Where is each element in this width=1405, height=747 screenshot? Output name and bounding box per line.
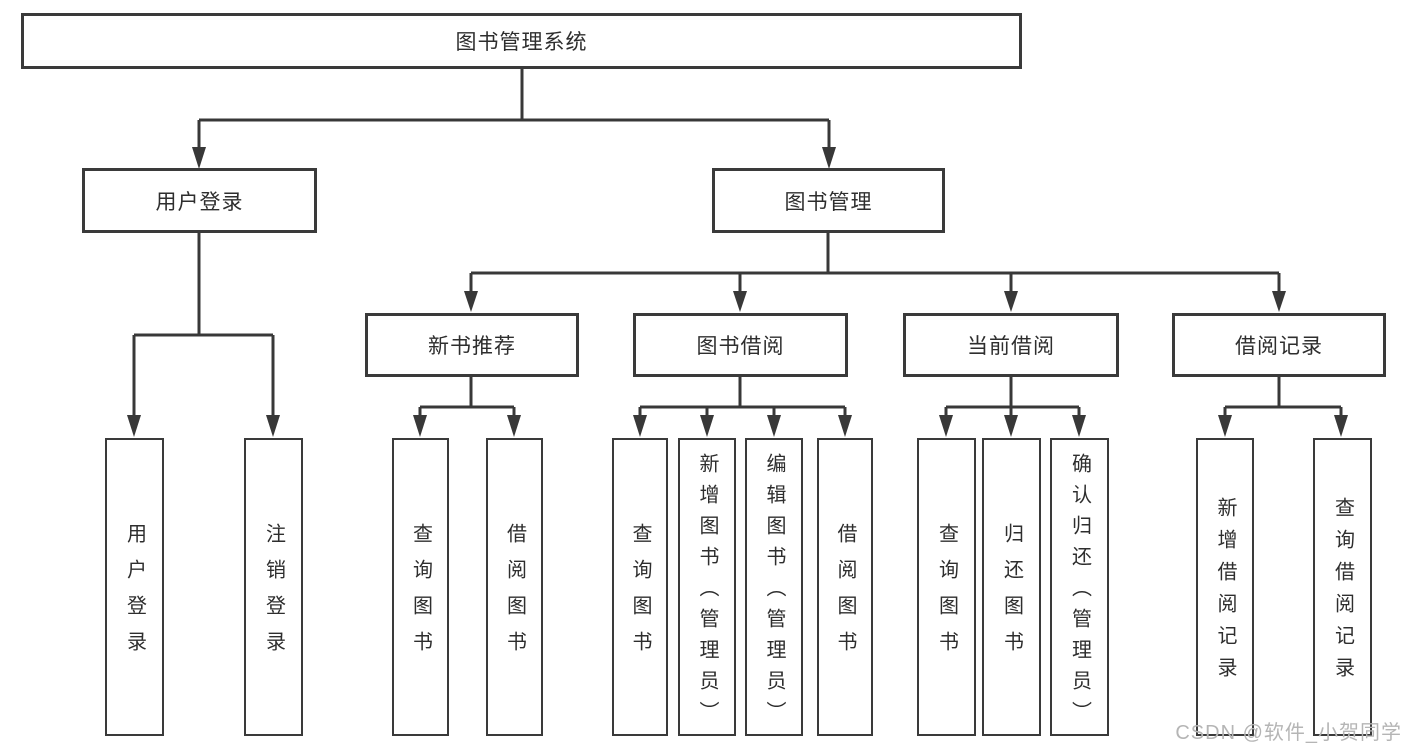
connector-cur-borrow-children (944, 377, 1081, 418)
leaf-label: 注销登录 (262, 523, 285, 667)
leaf-label: 查询借阅记录 (1331, 497, 1354, 689)
connector-book-borrow-children (638, 377, 847, 418)
connector-borrow-rec-children (1223, 377, 1343, 418)
leaf-add-borrow-record: 新增借阅记录 (1196, 438, 1254, 736)
node-user-login: 用户登录 (82, 168, 317, 233)
leaf-query-books-recommend: 查询图书 (392, 438, 449, 736)
leaf-user-login: 用户登录 (105, 438, 164, 736)
node-label: 图书管理 (784, 190, 873, 214)
node-borrow-records: 借阅记录 (1172, 313, 1386, 377)
connector-new-book-children (418, 377, 516, 418)
connector-book-mgmt-children (469, 233, 1281, 294)
arrowheads-cur-borrow-children (939, 415, 1086, 437)
node-book-borrow: 图书借阅 (633, 313, 848, 377)
arrowheads-book-borrow-children (633, 415, 852, 437)
leaf-label: 归还图书 (1000, 523, 1023, 667)
node-root-system: 图书管理系统 (21, 13, 1022, 69)
connector-user-login-children (132, 233, 275, 418)
node-label: 新书推荐 (428, 335, 516, 358)
leaf-label: 查询图书 (409, 523, 432, 667)
leaf-confirm-return-admin: 确认归还（管理员） (1050, 438, 1109, 736)
leaf-edit-books-admin: 编辑图书（管理员） (745, 438, 803, 736)
leaf-label: 新增借阅记录 (1214, 497, 1236, 689)
node-label: 用户登录 (155, 190, 244, 214)
leaf-query-borrow-record: 查询借阅记录 (1313, 438, 1372, 736)
leaf-label: 确认归还（管理员） (1068, 452, 1091, 732)
leaf-label: 用户登录 (123, 523, 146, 667)
node-label: 借阅记录 (1235, 335, 1323, 358)
leaf-label: 查询图书 (935, 523, 958, 667)
leaf-label: 借阅图书 (503, 523, 526, 667)
node-new-book-recommend: 新书推荐 (365, 313, 579, 377)
arrowheads-book-mgmt-children (464, 291, 1286, 312)
connector-root-to-level1 (197, 68, 831, 150)
leaf-label: 查询图书 (629, 523, 651, 667)
leaf-label: 借阅图书 (834, 523, 856, 667)
arrowheads-new-book-children (413, 415, 521, 437)
leaf-add-books-admin: 新增图书（管理员） (678, 438, 736, 736)
arrowheads-level1 (192, 147, 836, 169)
leaf-borrow-books-recommend: 借阅图书 (486, 438, 543, 736)
node-book-management: 图书管理 (712, 168, 945, 233)
leaf-logout: 注销登录 (244, 438, 303, 736)
csdn-watermark: CSDN @软件_小贺同学 (1175, 722, 1402, 744)
leaf-label: 新增图书（管理员） (696, 452, 718, 732)
arrowheads-user-login-children (127, 415, 280, 437)
leaf-return-books: 归还图书 (982, 438, 1041, 736)
node-current-borrow: 当前借阅 (903, 313, 1119, 377)
leaf-borrow-books: 借阅图书 (817, 438, 873, 736)
leaf-label: 编辑图书（管理员） (763, 452, 785, 732)
leaf-query-books-borrow: 查询图书 (612, 438, 668, 736)
leaf-query-books-current: 查询图书 (917, 438, 976, 736)
node-label: 当前借阅 (967, 335, 1055, 358)
node-label: 图书借阅 (696, 335, 785, 358)
node-label: 图书管理系统 (455, 31, 588, 54)
arrowheads-borrow-rec-children (1218, 415, 1348, 437)
